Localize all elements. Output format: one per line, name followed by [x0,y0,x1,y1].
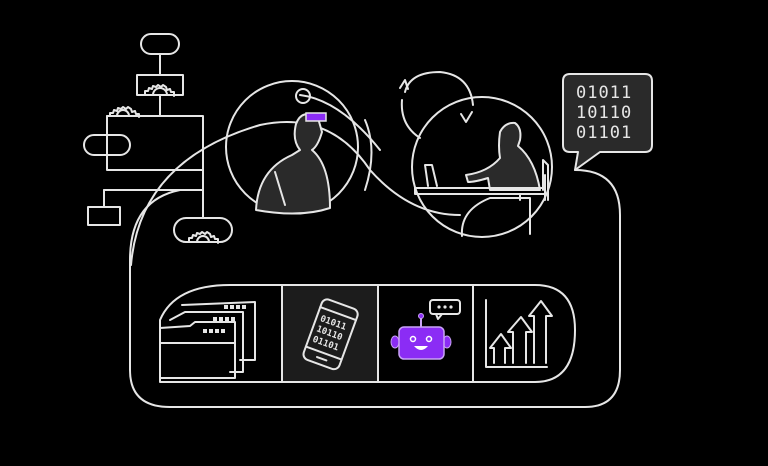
flowchart-icon [83,33,233,244]
stacked-folders-icon [159,301,256,379]
svg-text:10110: 10110 [576,103,632,123]
svg-text:01011: 01011 [576,83,632,103]
vr-person-figure [225,80,373,215]
desk-worker-figure [411,96,553,238]
binary-speech-bubble: 01011 10110 01101 [562,73,653,171]
gear-icon [144,84,175,97]
outer-frame [129,169,621,408]
vr-headset-icon [305,112,327,122]
rising-arrows-chart-icon [485,299,553,368]
svg-text:01101: 01101 [576,123,632,143]
gear-icon [109,106,140,118]
gear-icon [188,231,219,244]
cycle-arrows-icon [399,71,474,139]
robot-chat-icon [390,299,461,360]
tools-capsule [159,284,576,383]
